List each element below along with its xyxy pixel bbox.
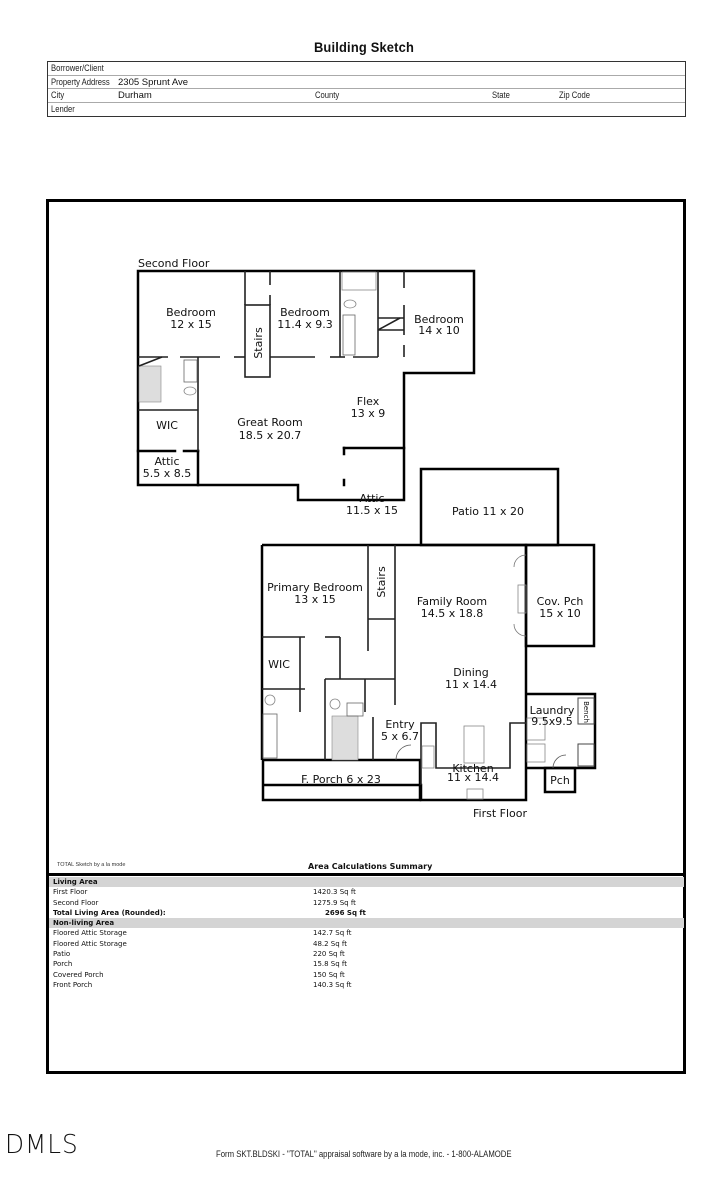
total-living-row: Total Living Area (Rounded): 2696 Sq ft xyxy=(49,908,684,918)
room-name: Bedroom xyxy=(166,306,216,319)
summary-row: Patio 220 Sq ft xyxy=(49,949,684,959)
room-dims: 11 x 14.4 xyxy=(447,771,499,784)
address-row: Property Address 2305 Sprunt Ave xyxy=(48,76,685,89)
room-name: Bedroom xyxy=(280,306,330,319)
borrower-label: Borrower/Client xyxy=(51,63,104,73)
room-dims: 14.5 x 18.8 xyxy=(421,607,484,620)
room-name: Attic xyxy=(154,455,179,468)
room-name: F. Porch 6 x 23 xyxy=(301,773,381,786)
room-dims: 13 x 15 xyxy=(294,593,336,606)
room-dims: 15 x 10 xyxy=(539,607,581,620)
room-name: Flex xyxy=(357,395,380,408)
room-name: Great Room xyxy=(237,416,302,429)
room-name: Entry xyxy=(385,718,415,731)
address-label: Property Address xyxy=(51,76,110,87)
bench-label: Bench xyxy=(582,701,590,723)
property-header-table: Borrower/Client Property Address 2305 Sp… xyxy=(47,61,686,117)
form-footer-text: Form SKT.BLDSKI - "TOTAL" appraisal soft… xyxy=(216,1149,512,1159)
room-dims: 11 x 14.4 xyxy=(445,678,497,691)
room-name: Primary Bedroom xyxy=(267,581,363,594)
area-value: 140.3 Sq ft xyxy=(313,980,352,989)
zip-label: Zip Code xyxy=(559,90,591,100)
lender-label: Lender xyxy=(51,103,75,114)
room-dims: 18.5 x 20.7 xyxy=(239,429,302,442)
address-value: 2305 Sprunt Ave xyxy=(118,76,189,88)
room-name: Attic xyxy=(359,492,384,505)
summary-row: Floored Attic Storage 142.7 Sq ft xyxy=(49,928,684,938)
area-value: 1275.9 Sq ft xyxy=(313,898,356,907)
area-summary-table: Living Area First Floor 1420.3 Sq ft Sec… xyxy=(49,877,684,990)
area-value: 1420.3 Sq ft xyxy=(313,888,356,897)
summary-row: First Floor 1420.3 Sq ft xyxy=(49,887,684,897)
area-value: 15.8 Sq ft xyxy=(313,960,348,969)
state-label: State xyxy=(492,90,510,100)
room-dims: 14 x 10 xyxy=(418,324,460,337)
room-name: Bedroom xyxy=(414,313,464,326)
area-name: Front Porch xyxy=(53,980,93,989)
area-value: 150 Sq ft xyxy=(313,970,345,979)
room-dims: 5 x 6.7 xyxy=(381,730,419,743)
area-value: 220 Sq ft xyxy=(313,950,345,959)
borrower-row: Borrower/Client xyxy=(48,62,685,76)
city-value: Durham xyxy=(118,90,152,101)
total-label: Total Living Area (Rounded): xyxy=(53,908,166,917)
area-name: Second Floor xyxy=(53,898,99,907)
area-name: Floored Attic Storage xyxy=(53,939,127,948)
room-dims: 5.5 x 8.5 xyxy=(143,467,192,480)
room-dims: 11.5 x 15 xyxy=(346,504,398,517)
lender-row: Lender xyxy=(48,103,685,117)
sketch-credit: TOTAL Sketch by a la mode xyxy=(57,862,126,868)
area-name: Floored Attic Storage xyxy=(53,929,127,938)
city-label: City xyxy=(51,90,65,100)
area-value: 48.2 Sq ft xyxy=(313,939,348,948)
area-name: First Floor xyxy=(53,888,88,897)
second-floor-label: Second Floor xyxy=(138,257,210,270)
area-value: 142.7 Sq ft xyxy=(313,929,352,938)
room-name: WIC xyxy=(268,658,290,671)
county-label: County xyxy=(315,90,340,100)
city-row: City Durham County State Zip Code xyxy=(48,89,685,103)
dmls-logo: DMLS xyxy=(5,1130,79,1160)
room-dims: 11.4 x 9.3 xyxy=(277,318,333,331)
summary-row: Covered Porch 150 Sq ft xyxy=(49,970,684,980)
section-label: Non-living Area xyxy=(53,919,115,928)
first-floor-label: First Floor xyxy=(473,807,527,820)
area-name: Patio xyxy=(53,950,71,959)
summary-title: Area Calculations Summary xyxy=(308,862,433,871)
summary-divider xyxy=(48,873,685,876)
area-name: Covered Porch xyxy=(53,970,104,979)
living-area-header: Living Area xyxy=(49,877,684,888)
summary-row: Floored Attic Storage 48.2 Sq ft xyxy=(49,939,684,949)
stairs-label: Stairs xyxy=(375,566,388,598)
room-dims: 9.5x9.5 xyxy=(531,715,573,728)
room-name: Laundry xyxy=(530,704,575,717)
room-name: Cov. Pch xyxy=(537,595,584,608)
room-dims: 12 x 15 xyxy=(170,318,212,331)
summary-row: Second Floor 1275.9 Sq ft xyxy=(49,898,684,908)
room-name: Patio 11 x 20 xyxy=(452,505,524,518)
area-name: Porch xyxy=(53,960,73,969)
room-name: Family Room xyxy=(417,595,487,608)
summary-row: Front Porch 140.3 Sq ft xyxy=(49,980,684,990)
room-name: Dining xyxy=(453,666,489,679)
room-name: WIC xyxy=(156,419,178,432)
stairs-label: Stairs xyxy=(252,327,265,359)
room-name: Kitchen xyxy=(452,762,493,775)
page-title: Building Sketch xyxy=(313,39,415,55)
total-value: 2696 Sq ft xyxy=(325,908,366,917)
section-label: Living Area xyxy=(53,878,98,886)
nonliving-area-header: Non-living Area xyxy=(49,918,684,929)
summary-row: Porch 15.8 Sq ft xyxy=(49,959,684,969)
room-name: Pch xyxy=(550,774,570,787)
sketch-frame xyxy=(46,199,686,1074)
room-dims: 13 x 9 xyxy=(351,407,386,420)
